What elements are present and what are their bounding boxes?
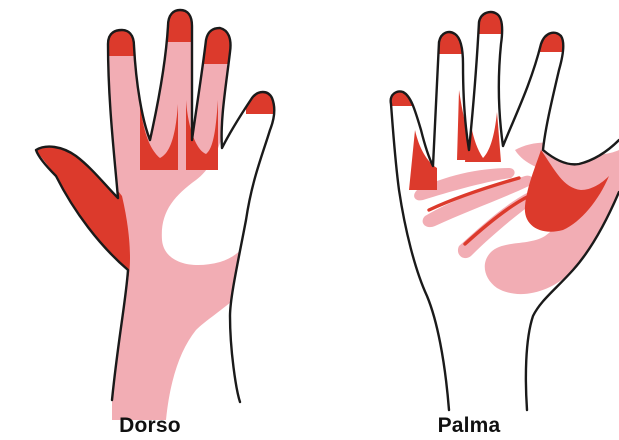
dorso-fingertip-middle	[160, 0, 200, 42]
hand-dorso-figure: Dorso	[0, 0, 300, 440]
hand-palma-figure: Palma	[319, 0, 619, 440]
figure-caption-palma: Palma	[319, 414, 619, 438]
figure-caption-dorso: Dorso	[0, 414, 300, 438]
hand-dorso-illustration	[0, 0, 300, 440]
hand-palma-illustration	[319, 0, 619, 440]
